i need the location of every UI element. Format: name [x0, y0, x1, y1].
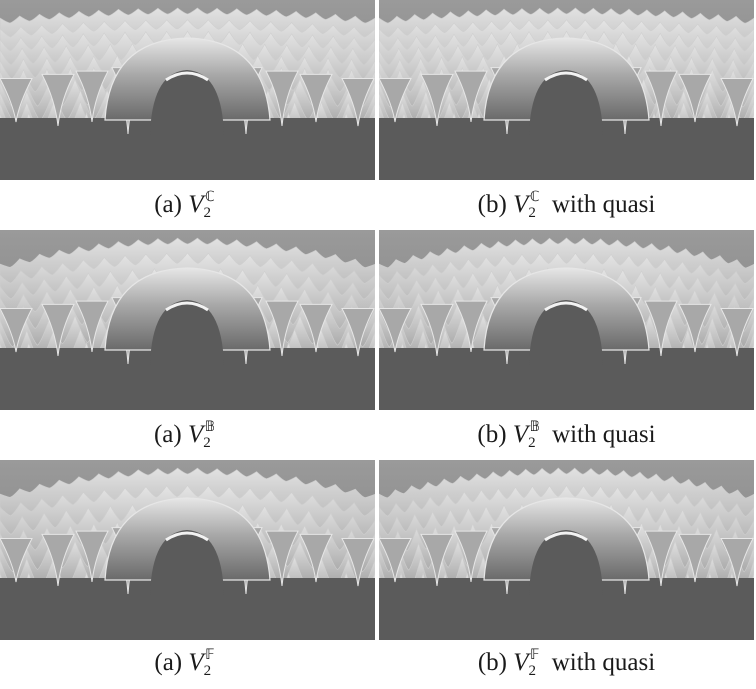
render-panel-f-quasi	[379, 460, 754, 640]
render-panel-f-plain	[0, 460, 375, 640]
caption-variable: V	[512, 421, 529, 448]
render-panel-b-plain	[0, 230, 375, 410]
caption-variable: V	[513, 191, 529, 218]
caption-suffix: with quasi	[551, 649, 656, 676]
caption-subscript: 2	[203, 205, 212, 221]
caption-c-quasi: (b) V2ℂ with quasi	[379, 182, 754, 228]
caption-f-plain: (a) V2𝔽	[0, 640, 375, 686]
surface-render	[0, 0, 375, 180]
caption-f-quasi: (b) V2𝔽 with quasi	[379, 640, 754, 686]
caption-superscript: 𝔽	[530, 647, 540, 663]
surface-render	[0, 230, 375, 410]
caption-variable: V	[513, 649, 529, 676]
caption-subscript: 2	[528, 205, 536, 221]
caption-label: (b)	[477, 421, 507, 448]
caption-superscript: 𝔽	[205, 647, 215, 663]
caption-suffix: with quasi	[552, 421, 656, 448]
caption-c-plain: (a) V2ℂ	[0, 182, 375, 228]
caption-b-plain: (a) V2𝔹	[0, 412, 375, 458]
surface-render	[379, 230, 754, 410]
caption-superscript: ℂ	[205, 189, 215, 205]
caption-label: (b)	[477, 649, 507, 676]
caption-subscript: 2	[528, 663, 537, 679]
caption-subscript: 2	[528, 435, 536, 451]
render-panel-c-plain	[0, 0, 375, 180]
caption-superscript: 𝔹	[204, 419, 215, 435]
surface-render	[379, 460, 754, 640]
caption-label: (a)	[154, 191, 182, 218]
caption-suffix: with quasi	[551, 191, 656, 218]
caption-superscript: 𝔹	[529, 419, 540, 435]
caption-label: (a)	[154, 649, 183, 676]
caption-b-quasi: (b) V2𝔹 with quasi	[379, 412, 754, 458]
caption-variable: V	[188, 191, 204, 218]
caption-subscript: 2	[203, 663, 212, 679]
caption-label: (b)	[477, 191, 507, 218]
caption-variable: V	[188, 649, 204, 676]
surface-render	[379, 0, 754, 180]
caption-variable: V	[187, 421, 204, 448]
caption-subscript: 2	[203, 435, 211, 451]
caption-superscript: ℂ	[529, 189, 540, 205]
render-panel-c-quasi	[379, 0, 754, 180]
caption-label: (a)	[153, 421, 182, 448]
render-panel-b-quasi	[379, 230, 754, 410]
surface-render	[0, 460, 375, 640]
